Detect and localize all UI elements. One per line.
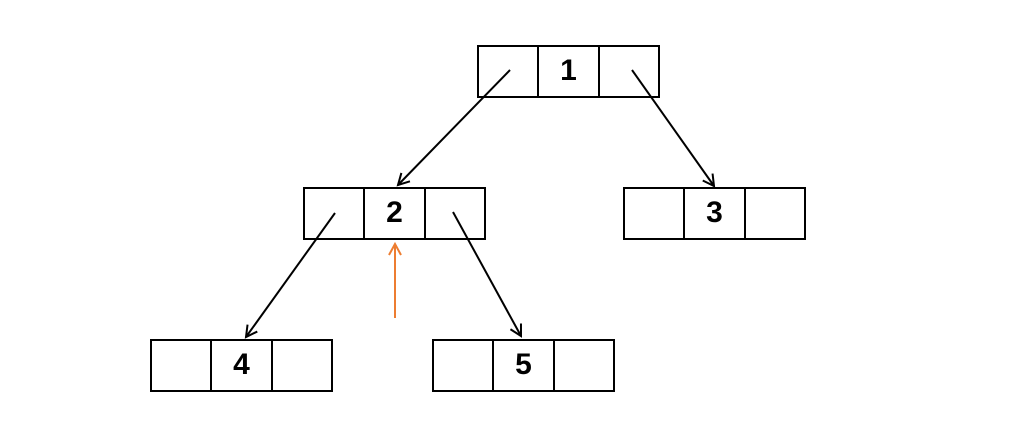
left-pointer-cell (152, 341, 210, 390)
node-value: 4 (210, 341, 270, 390)
right-pointer-cell (552, 341, 613, 390)
right-pointer-cell (597, 47, 658, 96)
node-value: 1 (537, 47, 597, 96)
tree-node-4: 4 (150, 339, 333, 392)
left-pointer-cell (479, 47, 537, 96)
right-pointer-cell (743, 189, 804, 238)
tree-node-3: 3 (623, 187, 806, 240)
node-value: 5 (492, 341, 552, 390)
right-pointer-cell (423, 189, 484, 238)
tree-node-2: 2 (303, 187, 486, 240)
left-pointer-cell (625, 189, 683, 238)
node-value: 3 (683, 189, 743, 238)
tree-node-1: 1 (477, 45, 660, 98)
left-pointer-cell (434, 341, 492, 390)
node-value: 2 (363, 189, 423, 238)
left-pointer-cell (305, 189, 363, 238)
tree-node-5: 5 (432, 339, 615, 392)
right-pointer-cell (270, 341, 331, 390)
